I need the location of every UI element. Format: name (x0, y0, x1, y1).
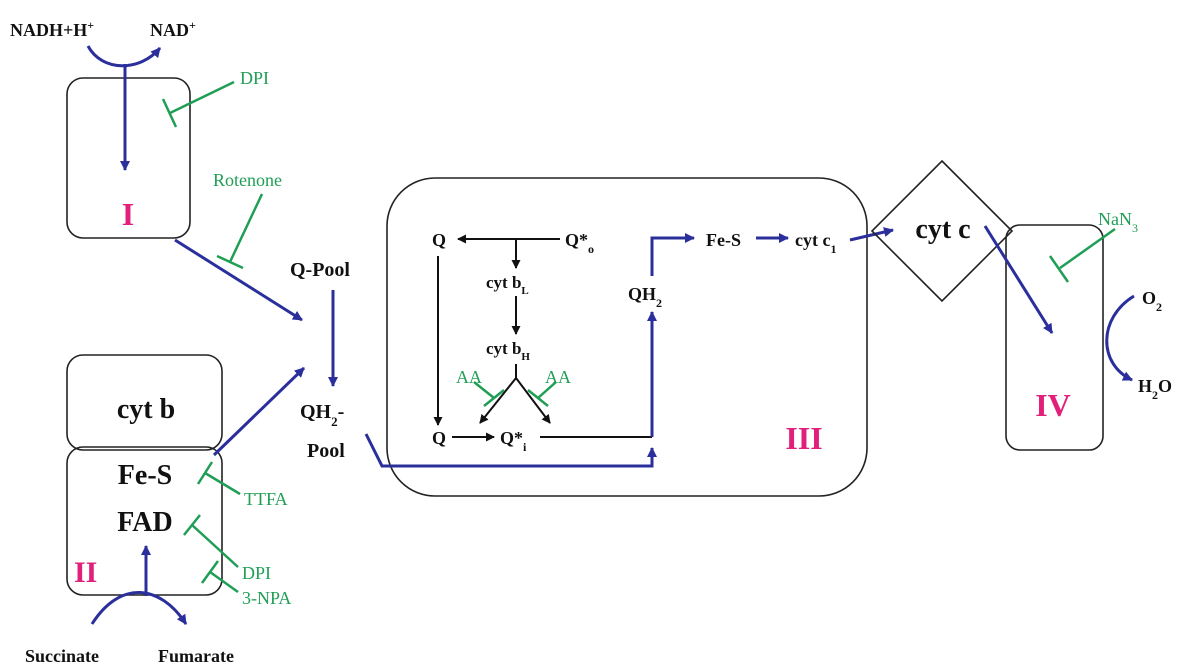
complex-2-cyt-b-box (66, 354, 223, 451)
nad-label: NAD+ (150, 18, 196, 40)
nadh-label: NADH+H+ (10, 18, 94, 40)
h2o-label: H2O (1138, 376, 1172, 402)
q-top-label: Q (432, 230, 446, 250)
q-pool-label: Q-Pool (290, 259, 350, 281)
qh2-pool-label-line2: Pool (307, 440, 345, 462)
qh2-pool-to-complex-3-arrow (364, 433, 657, 468)
complex-4-box (1005, 224, 1104, 451)
cyt-c-diamond (870, 159, 1014, 303)
q-bottom-label: Q (432, 428, 446, 448)
cyt-bh-label: cyt bH (486, 339, 530, 363)
dpi-label-2: DPI (242, 563, 271, 583)
ttfa-label: TTFA (244, 489, 288, 509)
cyt-c-label: cyt c (915, 214, 970, 245)
fad-label: FAD (117, 507, 172, 538)
succinate-label: Succinate (25, 646, 99, 666)
cyt-bh-to-q-arrow (479, 377, 517, 424)
cyt-bl-label: cyt bL (486, 273, 529, 297)
aa-label-left: AA (456, 367, 482, 387)
complex-3-label: III (785, 420, 822, 456)
q-o-label: Q*o (565, 230, 594, 256)
dpi-inhibitor-1 (161, 80, 235, 128)
q-i-label: Q*i (500, 428, 527, 454)
nan3-label: NaN3 (1098, 209, 1138, 235)
cyt-c-to-complex-4-arrow (983, 225, 1054, 334)
complex-3-box (386, 177, 868, 497)
succinate-oxidation-arrow (90, 591, 188, 625)
qh2-label: QH2 (628, 284, 662, 310)
complex-4-label: IV (1035, 387, 1071, 423)
aa-inhibitor-left (473, 381, 505, 407)
npa-inhibitor (200, 560, 239, 594)
complex-1-label: I (122, 196, 134, 232)
dpi-inhibitor-2 (183, 514, 239, 568)
cyt-bh-to-qi-arrow (515, 377, 551, 424)
cyt-b-label: cyt b (117, 394, 175, 425)
aa-inhibitor-right (527, 381, 557, 407)
oxygen-reduction-arrow (1105, 294, 1135, 382)
complex-2-label: II (74, 556, 97, 589)
nadh-oxidation-arrow (86, 45, 162, 68)
qh2-to-fe-s-arrow (650, 233, 695, 276)
complex-2-fe-s-label: Fe-S (118, 460, 172, 491)
npa-label: 3-NPA (242, 588, 291, 608)
complex-1-box (66, 77, 191, 239)
rotenone-inhibitor (216, 193, 264, 270)
complex-3-fe-s-label: Fe-S (706, 230, 741, 250)
nan3-inhibitor (1048, 227, 1116, 283)
dpi-label-1: DPI (240, 68, 269, 88)
rotenone-label: Rotenone (213, 170, 282, 190)
complex-2-to-q-pool-arrow (212, 366, 306, 457)
cyt-c1-label: cyt c1 (795, 230, 836, 256)
cyt-c1-to-cyt-c-arrow (849, 227, 894, 242)
aa-label-right: AA (545, 367, 571, 387)
o2-label: O2 (1142, 288, 1162, 314)
ttfa-inhibitor (196, 461, 241, 496)
fumarate-label: Fumarate (158, 646, 234, 666)
complex-1-to-q-pool-arrow (174, 238, 303, 322)
qh2-pool-label: QH2- (300, 401, 344, 429)
